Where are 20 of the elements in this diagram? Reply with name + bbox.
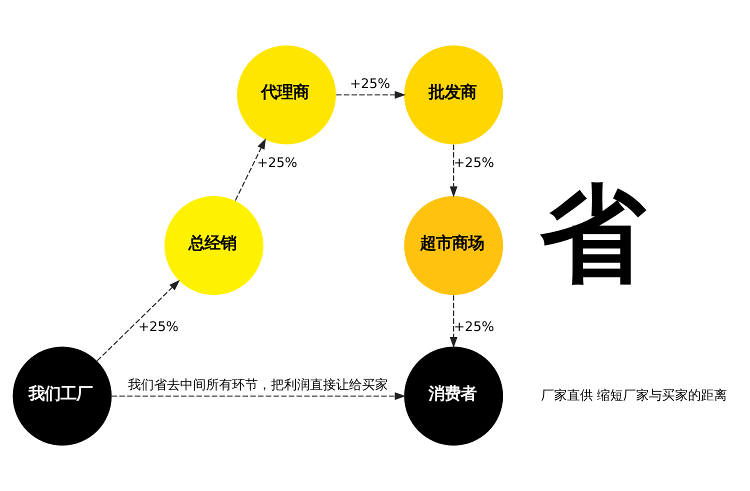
edge-label: +25% (256, 156, 298, 171)
arrow (96, 280, 180, 362)
node-circle: 批发商 (404, 45, 504, 144)
arrow (336, 91, 406, 99)
arrow (450, 144, 458, 198)
edge-label: +25% (350, 76, 390, 92)
edge-label: +25% (138, 320, 179, 335)
node-circle: 超市商场 (404, 196, 504, 295)
edge-label: +25% (454, 320, 494, 335)
label: 省 (540, 172, 646, 296)
node-circle: 我们工厂 (12, 346, 112, 446)
edge-label: 我们省去中间所有环节，把利润直接让给买家 (128, 378, 388, 394)
node-circle: 消费者 (404, 346, 504, 446)
arrow (112, 392, 406, 400)
node-circle: 总经销 (164, 196, 264, 295)
node-circle: 代理商 (237, 45, 336, 144)
arrow (234, 138, 266, 201)
edge-label: +25% (454, 156, 494, 171)
label: 厂家直供 缩短厂家与买家的距离 (540, 388, 728, 404)
arrow (450, 295, 458, 348)
